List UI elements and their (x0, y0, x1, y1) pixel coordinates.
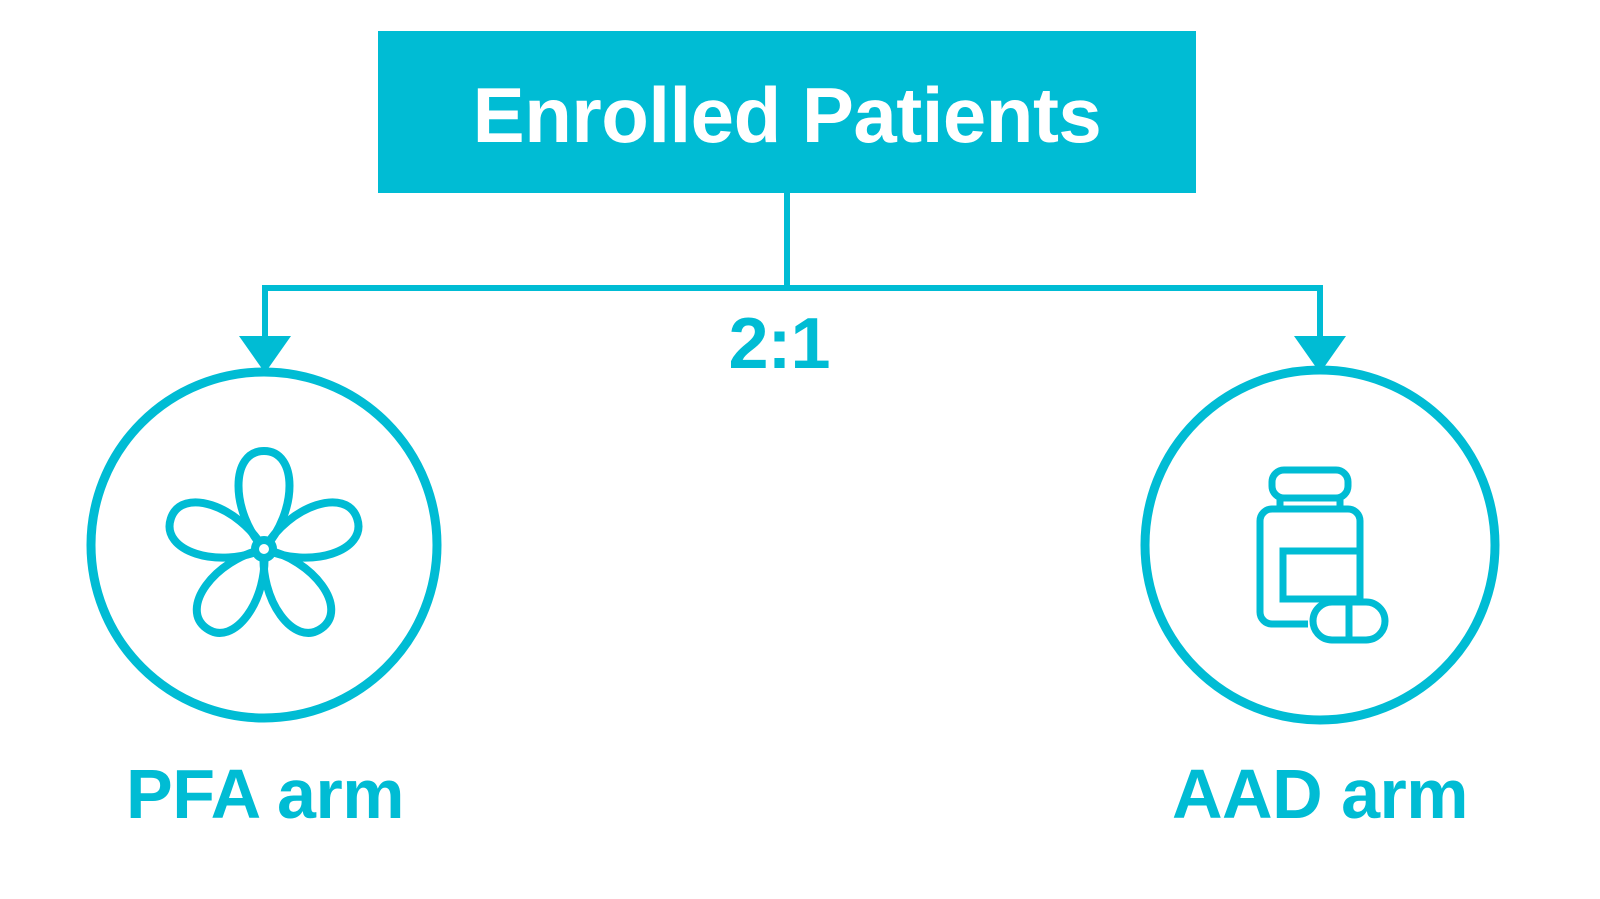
aad-arm-label: AAD arm (1172, 755, 1468, 833)
left-arrowhead (239, 336, 291, 373)
aad-branch[interactable]: AAD arm (1140, 365, 1500, 833)
bottle-neck (1276, 494, 1344, 513)
pfa-circle-outline (86, 367, 442, 723)
flower-petal-2 (258, 498, 363, 562)
right-drop-line (1317, 285, 1323, 342)
bottle-label-panel (1279, 547, 1364, 603)
flower-petal-4 (192, 544, 269, 637)
bottle-body (1256, 505, 1364, 628)
flower-petal-1 (234, 446, 294, 556)
aad-circle-outline (1140, 365, 1500, 725)
arrow-down-right (1294, 285, 1346, 373)
pill-bottle-icon (1256, 466, 1389, 644)
bottle-cap (1268, 466, 1352, 502)
enrolled-patients-banner[interactable]: Enrolled Patients (378, 31, 1196, 193)
flower-petal-3 (259, 544, 336, 637)
vertical-stem (784, 193, 790, 290)
pfa-arm-label: PFA arm (126, 755, 404, 833)
flower-center-hub (251, 536, 277, 562)
randomization-ratio-label: 2:1 (728, 304, 829, 384)
connector-group (239, 193, 1346, 373)
right-arrowhead (1294, 336, 1346, 373)
left-drop-line (262, 285, 268, 342)
horizontal-crossbar (262, 285, 1323, 291)
flower-petal-catheter-icon (165, 446, 363, 637)
banner-rect (378, 31, 1196, 193)
pfa-branch[interactable]: PFA arm (86, 367, 442, 833)
banner-title: Enrolled Patients (473, 71, 1102, 159)
arrow-down-left (239, 285, 291, 373)
flower-petal-5 (165, 498, 270, 562)
